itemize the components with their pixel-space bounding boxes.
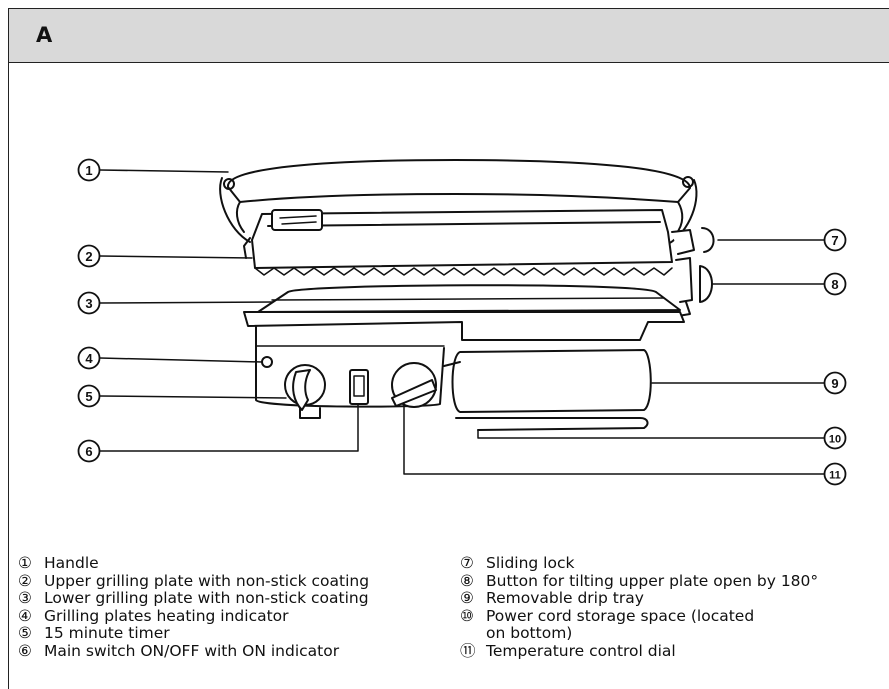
svg-text:4: 4: [85, 351, 93, 366]
svg-text:8: 8: [831, 277, 838, 292]
lower-plate-illustration: [257, 284, 681, 313]
svg-text:5: 5: [85, 389, 92, 404]
callout-10: 10: [823, 426, 847, 450]
callout-9: 9: [823, 371, 847, 395]
svg-text:2: 2: [85, 249, 92, 264]
callout-1: 1: [77, 158, 101, 182]
callout-markers: 1 2 3 4 5 6 7 8: [77, 158, 847, 486]
svg-text:7: 7: [831, 233, 838, 248]
callout-6: 6: [77, 439, 101, 463]
figure-label: A: [36, 23, 53, 47]
base-illustration: [243, 311, 685, 419]
callout-2: 2: [77, 244, 101, 268]
figure-header: A: [9, 9, 889, 63]
callout-5: 5: [77, 384, 101, 408]
callout-7: 7: [823, 228, 847, 252]
svg-text:10: 10: [829, 434, 841, 446]
svg-text:1: 1: [85, 163, 92, 178]
figure-frame: [8, 8, 889, 689]
upper-plate-illustration: [243, 209, 673, 276]
drip-tray-illustration: [443, 349, 652, 431]
side-controls-illustration: [671, 227, 715, 317]
leader-lines: [99, 169, 825, 475]
callout-3: 3: [77, 291, 101, 315]
svg-text:6: 6: [85, 444, 92, 459]
callout-11: 11: [823, 462, 847, 486]
svg-text:11: 11: [829, 470, 841, 482]
callout-8: 8: [823, 272, 847, 296]
svg-text:3: 3: [85, 296, 92, 311]
callout-4: 4: [77, 346, 101, 370]
svg-text:9: 9: [831, 376, 838, 391]
